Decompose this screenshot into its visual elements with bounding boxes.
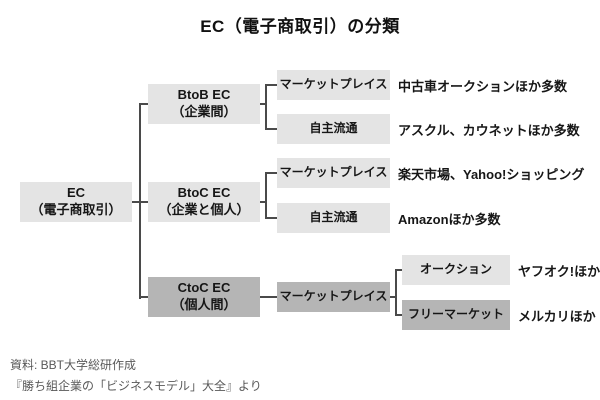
connector-ctoc-arm-auction [395,269,402,271]
btoc-label-line1: BtoC EC [177,185,231,201]
btob-label-line1: BtoB EC [177,87,231,103]
connector-ctoc-stub [390,296,397,298]
flea-market-box: フリーマーケット [402,300,510,330]
auction-box: オークション [402,255,510,285]
ec-root-label-line2: （電子商取引） [30,202,122,217]
btob-label-line2: （企業間） [171,104,237,119]
ctoc-box: CtoC EC （個人間） [148,277,260,317]
connector-btob-bracket [265,84,267,130]
ec-root-label-line1: EC [66,185,86,201]
btob-marketplace-box: マーケットプレイス [277,70,390,100]
connector-btoc-stub [260,201,267,203]
note-btob-marketplace: 中古車オークションほか多数 [398,78,568,94]
note-btob-self-distribution: アスクル、カウネットほか多数 [398,122,580,138]
auction-label: オークション [419,262,492,277]
connector-trunk [139,103,141,299]
btoc-self-distribution-box: 自主流通 [277,203,390,233]
ctoc-label-line2: （個人間） [171,297,237,312]
connector-btob-arm-self-distribution [265,128,277,130]
flea-market-label: フリーマーケット [407,307,504,322]
ctoc-marketplace-label: マーケットプレイス [279,289,388,304]
footer-reference: 『勝ち組企業の「ビジネスモデル」大全』より [10,379,262,393]
connector-btoc-bracket [265,172,267,219]
note-flea-market: メルカリほか [518,308,596,324]
btob-self-distribution-box: 自主流通 [277,114,390,144]
connector-btoc-arm-self-distribution [265,217,277,219]
btoc-box: BtoC EC （企業と個人） [148,182,260,222]
note-btoc-self-distribution: Amazonほか多数 [398,211,501,227]
note-auction: ヤフオク!ほか [518,263,600,279]
btob-self-distribution-label: 自主流通 [309,121,358,136]
connector-ctoc-arm-flea-market [395,314,402,316]
connector-ctoc-bracket [395,269,397,316]
ec-root-box: EC （電子商取引） [20,182,132,222]
btob-box: BtoB EC （企業間） [148,84,260,124]
diagram-title: EC（電子商取引）の分類 [200,17,400,36]
connector-ctoc-to-marketplace [260,296,277,298]
connector-btoc-arm-marketplace [265,172,277,174]
btoc-label-line2: （企業と個人） [158,202,250,217]
connector-trunk-to-btob [139,103,148,105]
ctoc-label-line1: CtoC EC [177,280,231,296]
ctoc-marketplace-box: マーケットプレイス [277,282,390,312]
btob-marketplace-label: マーケットプレイス [279,77,388,92]
btoc-marketplace-label: マーケットプレイス [279,165,388,180]
btoc-self-distribution-label: 自主流通 [309,210,358,225]
note-btoc-marketplace: 楽天市場、Yahoo!ショッピング [398,166,585,182]
footer-source: 資料: BBT大学総研作成 [10,358,137,372]
connector-trunk-to-ctoc [139,296,148,298]
btoc-marketplace-box: マーケットプレイス [277,158,390,188]
connector-btob-arm-marketplace [265,84,277,86]
connector-btob-stub [260,103,267,105]
